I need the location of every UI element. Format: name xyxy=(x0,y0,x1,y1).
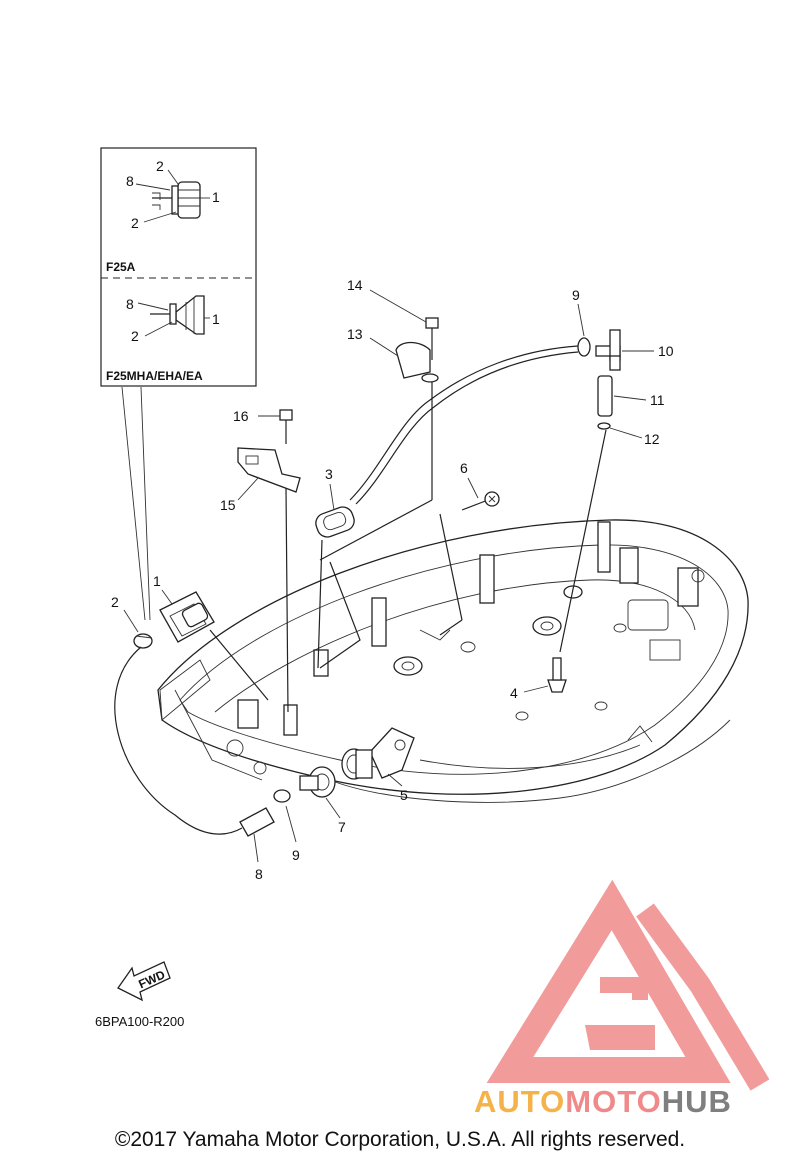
variant-inset: 8 2 1 2 F25A 8 1 2 F25MHA/EHA/EA xyxy=(100,147,257,387)
inset-callout-1-upper: 1 xyxy=(212,189,220,205)
callout-9-upper: 9 xyxy=(572,287,580,303)
part-7-fitting xyxy=(299,766,336,798)
part-11-hose xyxy=(597,375,613,417)
inset-callout-2-lower: 2 xyxy=(131,328,139,344)
drawing-code: 6BPA100-R200 xyxy=(95,1014,184,1029)
part-14-bolt xyxy=(425,317,439,360)
bottom-cowling xyxy=(157,519,749,803)
brand-moto: MOTO xyxy=(565,1084,661,1119)
callout-6: 6 xyxy=(460,460,468,476)
part-9-clip-upper xyxy=(577,337,591,357)
callout-4: 4 xyxy=(510,685,518,701)
inset-callout-8-upper: 8 xyxy=(126,173,134,189)
part-12-clip xyxy=(597,422,611,430)
callout-7: 7 xyxy=(338,819,346,835)
fwd-arrow-icon: FWD xyxy=(117,961,171,1002)
automotohub-wordmark: AUTOMOTOHUB xyxy=(474,1084,732,1119)
inset-callout-1-lower: 1 xyxy=(212,311,220,327)
callout-1: 1 xyxy=(153,573,161,589)
part-15-bracket xyxy=(237,447,301,493)
hoses-and-leaders xyxy=(114,345,607,835)
inset-label-f25a: F25A xyxy=(106,260,136,274)
copyright-notice: ©2017 Yamaha Motor Corporation, U.S.A. A… xyxy=(114,1128,686,1151)
part-3-grommet xyxy=(315,506,355,538)
inset-grommet-lower xyxy=(137,295,210,337)
part-8-hose xyxy=(239,807,275,837)
callout-14: 14 xyxy=(347,277,363,293)
brand-auto: AUTO xyxy=(474,1084,565,1119)
callout-2: 2 xyxy=(111,594,119,610)
callout-12: 12 xyxy=(644,431,660,447)
callout-5: 5 xyxy=(400,787,408,803)
callout-9-lower: 9 xyxy=(292,847,300,863)
fwd-label: FWD xyxy=(136,967,167,991)
part-2-clip xyxy=(133,633,153,649)
inset-callout-8-lower: 8 xyxy=(126,296,134,312)
callout-16: 16 xyxy=(233,408,249,424)
part-16-bolt xyxy=(279,409,293,444)
part-5-grommet xyxy=(341,727,415,780)
inset-callout-2-upper-b: 2 xyxy=(131,215,139,231)
part-13-holder xyxy=(395,341,439,383)
inset-label-f25mha: F25MHA/EHA/EA xyxy=(106,369,203,383)
automotohub-logo xyxy=(486,879,770,1091)
callout-15: 15 xyxy=(220,497,236,513)
callout-11: 11 xyxy=(650,392,665,408)
part-9-clip-lower xyxy=(273,789,291,803)
callout-13: 13 xyxy=(347,326,363,342)
part-6-screw xyxy=(461,491,500,511)
inset-grommet-upper xyxy=(135,169,210,223)
callout-leaders xyxy=(123,289,654,863)
part-1-grommet xyxy=(159,591,215,643)
brand-hub: HUB xyxy=(662,1084,732,1119)
callout-8: 8 xyxy=(255,866,263,882)
part-4-drain xyxy=(547,657,567,693)
callout-10: 10 xyxy=(658,343,674,359)
inset-callout-2-upper-a: 2 xyxy=(156,158,164,174)
callout-3: 3 xyxy=(325,466,333,482)
part-10-joint xyxy=(595,329,621,371)
